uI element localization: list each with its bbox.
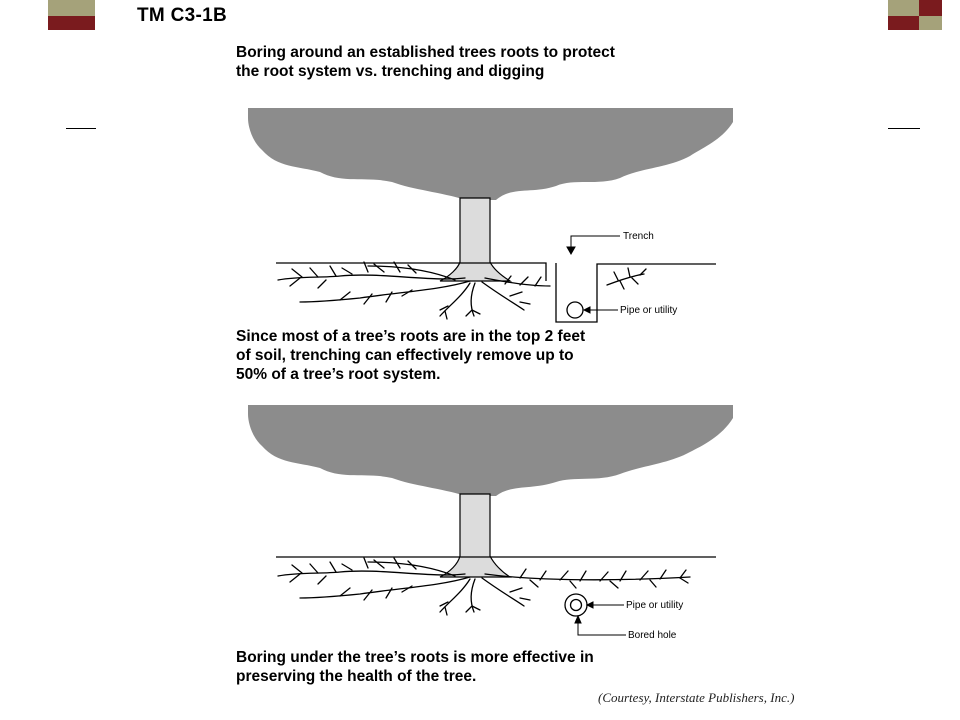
caption-line: Since most of a tree’s roots are in the … — [236, 328, 586, 345]
divider-line-left — [66, 128, 96, 129]
bottom-pipe-leader — [585, 601, 624, 609]
heading-line: the root system vs. trenching and diggin… — [236, 63, 545, 80]
bottom-pipe-icon — [569, 598, 583, 612]
trench-leader — [566, 235, 620, 256]
bottom-tree-diagram: Pipe or utility Bored hole — [248, 405, 733, 641]
corner-square-olive-right-top — [888, 0, 919, 16]
bottom-root-system — [277, 557, 691, 616]
image-credit: (Courtesy, Interstate Publishers, Inc.) — [598, 690, 795, 705]
top-tree-diagram: Trench Pipe or utility — [248, 108, 733, 323]
caption-line: Boring under the tree’s roots is more ef… — [236, 649, 594, 666]
bored-hole-leader — [574, 614, 626, 636]
bottom-pipe-label: Pipe or utility — [626, 600, 683, 611]
corner-square-olive-left — [48, 0, 95, 16]
divider-line-right — [888, 128, 920, 129]
top-pipe-icon — [566, 301, 584, 319]
top-pipe-leader — [582, 306, 618, 314]
top-diagram-caption: Since most of a tree’s roots are in the … — [236, 327, 585, 384]
bottom-tree-canopy — [248, 405, 733, 496]
corner-square-maroon-right-top — [919, 0, 942, 16]
top-pipe-label: Pipe or utility — [620, 305, 677, 316]
top-trench-outline — [555, 263, 716, 323]
corner-square-maroon-right-bottom — [888, 16, 919, 30]
bored-hole-label: Bored hole — [628, 630, 677, 641]
caption-line: 50% of a tree’s root system. — [236, 366, 441, 383]
top-ground-line — [276, 262, 547, 281]
trench-label: Trench — [623, 231, 654, 242]
corner-square-maroon-left — [48, 16, 95, 30]
caption-line: of soil, trenching can effectively remov… — [236, 347, 574, 364]
top-root-system — [277, 261, 647, 320]
slide-heading: Boring around an established trees roots… — [236, 43, 615, 81]
heading-line: Boring around an established trees roots… — [236, 44, 615, 61]
bottom-diagram-caption: Boring under the tree’s roots is more ef… — [236, 648, 594, 686]
corner-square-olive-right-bottom — [919, 16, 942, 30]
bottom-tree-trunk — [439, 493, 513, 578]
slide-title: TM C3-1B — [137, 5, 228, 26]
caption-line: preserving the health of the tree. — [236, 668, 477, 685]
top-tree-canopy — [248, 108, 733, 200]
top-tree-trunk — [439, 197, 513, 282]
